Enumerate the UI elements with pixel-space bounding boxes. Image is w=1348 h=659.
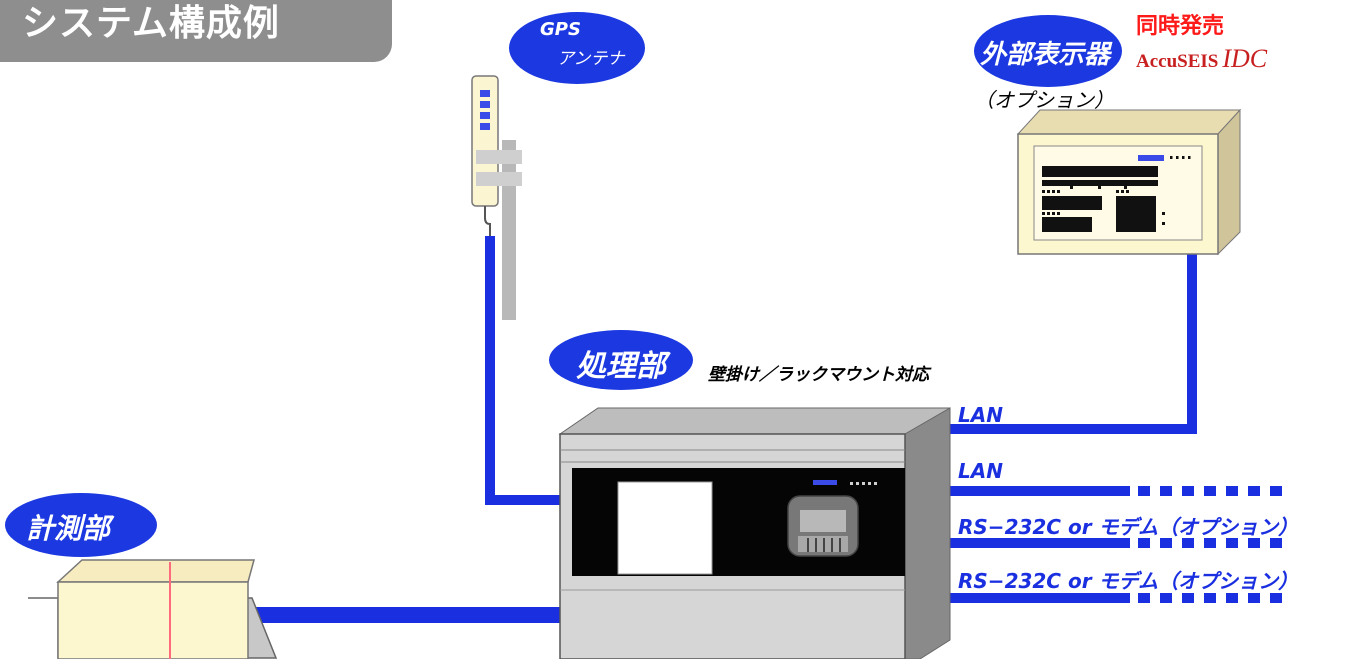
processor-leds: [813, 480, 837, 485]
promo-brand-name: AccuSEIS: [1136, 51, 1219, 72]
processor-note: 壁掛け／ラックマウント対応: [708, 365, 929, 385]
antenna-mast: [502, 140, 516, 320]
processor-label: 処理部: [576, 349, 666, 384]
antenna-clamp-2: [476, 172, 522, 186]
display-side: [1217, 108, 1241, 256]
gps-antenna: [471, 75, 522, 320]
page-title: システム構成例: [22, 3, 280, 44]
promo-headline: 同時発売: [1136, 14, 1225, 39]
measurement-cable: [250, 607, 562, 623]
lan-cable-2: [950, 486, 1130, 496]
display-leds: [1138, 155, 1164, 161]
processor-screen: [617, 481, 713, 575]
port-label-lan-2: LAN: [958, 459, 1003, 483]
display-top: [1016, 109, 1242, 135]
gps-cable: [485, 236, 560, 505]
serial-cable-1: [950, 538, 1130, 548]
port-label-lan-1: LAN: [958, 403, 1003, 427]
measurement-unit: [28, 559, 278, 659]
display-oval: [974, 15, 1122, 87]
label-ovals: [5, 12, 1122, 557]
printer-icon: [787, 495, 859, 557]
processor-side: [904, 407, 951, 659]
measurement-label: 計測部: [26, 512, 111, 545]
processor-oval: [549, 330, 693, 390]
measurement-oval: [5, 493, 157, 557]
processor-top: [558, 407, 951, 435]
gps-label-line2: アンテナ: [557, 49, 625, 69]
processing-unit: [558, 407, 951, 659]
port-label-serial-1: RS−232C or モデム（オプション）: [958, 515, 1299, 539]
external-display: [1016, 108, 1242, 256]
antenna-leds: [480, 90, 490, 130]
serial-cable-2: [950, 593, 1130, 603]
antenna-clamp-1: [476, 150, 522, 164]
gps-oval: [509, 12, 645, 84]
measurement-box-top: [56, 559, 255, 583]
promo-brand: AccuSEIS IDC: [1136, 44, 1267, 74]
title-tab: システム構成例: [0, 0, 392, 62]
external-display-label: 外部表示器: [980, 40, 1111, 70]
lan-display-cable: [950, 254, 1197, 434]
dashed-extensions: [1138, 486, 1282, 603]
processor-indicators: [850, 482, 877, 485]
port-label-serial-2: RS−232C or モデム（オプション）: [958, 569, 1299, 593]
external-display-note: （オプション）: [974, 88, 1114, 112]
gps-label-line1: GPS: [540, 19, 581, 40]
measurement-box-front: [57, 581, 249, 659]
promo-model: IDC: [1222, 44, 1268, 73]
antenna-lead: [484, 206, 491, 236]
cables: [250, 236, 1282, 623]
